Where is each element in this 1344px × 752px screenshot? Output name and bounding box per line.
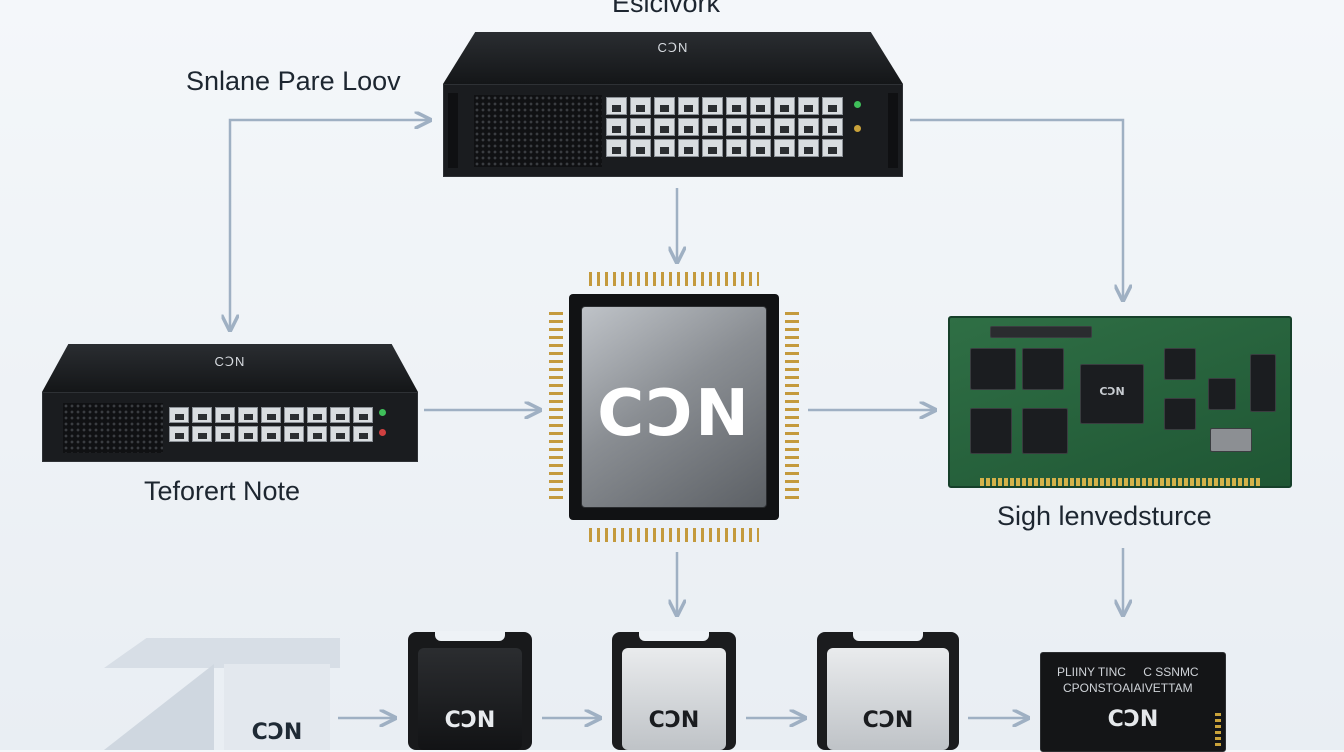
storage-card-silver: CↃN <box>612 631 736 750</box>
label-top-left: Snlane Pare Loov <box>186 66 401 96</box>
processor-chip: CↃN <box>549 272 799 542</box>
chip-pins <box>785 312 799 502</box>
switch-vent <box>63 403 163 453</box>
label-right: Sigh lenvedsturce <box>997 501 1212 531</box>
switch-front-panel <box>443 84 903 177</box>
card-brand-logo: CↃN <box>648 708 700 733</box>
label-top: Esicivork <box>612 0 721 18</box>
storage-cube: CↃN <box>104 638 340 750</box>
switch-top-panel <box>443 32 903 84</box>
switch-ports <box>169 407 373 442</box>
cube-brand-logo: CↃN <box>251 720 303 745</box>
switch-logo: CↃN <box>214 354 246 369</box>
switch-logo: CↃN <box>657 40 689 55</box>
arrow-switch-to-board <box>910 118 1123 300</box>
board-gold-edge <box>980 478 1260 486</box>
module-text-line-1: PLIINY TINC C SSNMC <box>1057 665 1199 679</box>
top-network-switch: CↃN <box>443 32 903 177</box>
status-led <box>379 409 386 416</box>
label-left: Teforert Note <box>144 476 301 506</box>
card-brand-logo: CↃN <box>444 708 496 733</box>
board-brand-logo: CↃN <box>1099 385 1125 398</box>
left-network-switch: CↃN <box>42 344 418 462</box>
storage-card-dark: CↃN <box>408 631 532 750</box>
chip-pins <box>589 272 759 286</box>
switch-vent <box>474 95 602 167</box>
chip-pins <box>549 312 563 502</box>
status-led <box>854 101 861 108</box>
circuit-board: CↃN <box>948 316 1292 488</box>
chip-pins <box>589 528 759 542</box>
switch-ports <box>606 97 843 157</box>
arrow-top-left-loop <box>230 120 430 330</box>
status-led <box>854 125 861 132</box>
card-brand-logo: CↃN <box>862 708 914 733</box>
module-text-line-2: CPONSTOAIAIVETTAM <box>1063 681 1193 695</box>
board-main-chip: CↃN <box>1080 364 1144 424</box>
storage-card-silver: CↃN <box>817 631 959 750</box>
memory-module: PLIINY TINC C SSNMC CPONSTOAIAIVETTAM CↃ… <box>1040 652 1226 752</box>
chip-brand-logo: CↃN <box>597 377 751 451</box>
switch-front-panel <box>42 392 418 462</box>
status-led <box>379 429 386 436</box>
module-brand-logo: CↃN <box>1107 707 1159 732</box>
switch-top-panel <box>42 344 418 392</box>
